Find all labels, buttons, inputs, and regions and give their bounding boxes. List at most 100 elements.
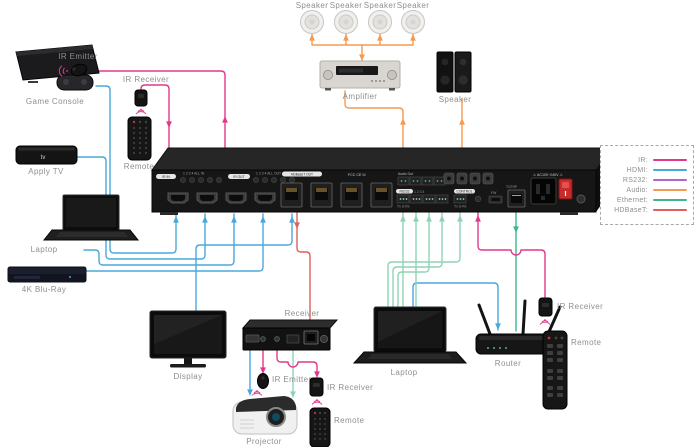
matrix-switcher: IR IN 1 2 3 4 ALL IN IR OUT 1 2 3 4 ALL … xyxy=(151,147,613,215)
ceiling-speakers xyxy=(300,10,425,34)
label-receiver: Receiver xyxy=(284,309,320,318)
ir-out-label-pill xyxy=(228,174,250,179)
rj45-port-1 xyxy=(280,182,303,208)
ceiling-speaker-3 xyxy=(368,10,392,34)
wire-hdmi-apple-tv xyxy=(77,156,206,260)
legend-swatch-rs232 xyxy=(653,178,687,182)
ir-in-jacks xyxy=(180,177,222,183)
wire-ir-emitter-top xyxy=(85,70,226,170)
rj45-port-2 xyxy=(310,182,333,208)
ceiling-speaker-4 xyxy=(401,10,425,34)
wire-hdmi-laptop-left xyxy=(83,213,235,266)
wire-hdmi-bluray xyxy=(85,213,264,272)
ir-out-label: IR OUT xyxy=(233,175,244,179)
ir-wires-bottom xyxy=(260,211,546,378)
wire-hdmi-game-console xyxy=(95,85,177,254)
legend-swatch-hdbaset xyxy=(653,208,687,212)
remote-left-device xyxy=(127,116,152,161)
legend-row-ethernet: Ethernet: xyxy=(601,197,693,204)
remote-right-device xyxy=(542,330,568,410)
rj45-port-4 xyxy=(370,182,393,208)
tcpip-label: TCP/IP xyxy=(506,185,518,189)
label-speaker-2: Speaker xyxy=(329,1,363,10)
hdbaset-out-label-pill xyxy=(282,171,322,177)
speaker-terminals xyxy=(443,172,494,185)
legend-label-hdmi: HDMI: xyxy=(626,166,648,174)
wire-audio-amplifier xyxy=(344,90,404,170)
hdmi-port-2 xyxy=(196,192,218,204)
rs232-terminals: Tx G Rx xyxy=(396,194,449,209)
legend-label-ethernet: Ethernet: xyxy=(616,196,648,204)
audio-out-terminals xyxy=(397,176,446,186)
ethernet-wires xyxy=(513,211,519,332)
ir-receiver-bottom-device xyxy=(309,377,324,397)
ir-emitter-bottom-device xyxy=(257,373,269,389)
legend-row-ir: IR: xyxy=(601,157,693,164)
ir-signal-receiver-bottom-icon xyxy=(311,399,323,405)
legend-label-ir: IR: xyxy=(638,156,648,164)
rs232-label: RS232 xyxy=(399,190,409,194)
ir-in-label: IR IN xyxy=(162,175,170,179)
hdmi-wires xyxy=(77,85,501,396)
router xyxy=(475,299,562,355)
control-label: CONTROL xyxy=(456,190,472,194)
label-speaker-4: Speaker xyxy=(396,1,430,10)
hdmi-port-1 xyxy=(167,192,189,204)
ir-signal-emitter-top-icon xyxy=(58,65,68,77)
ceiling-speaker-2 xyxy=(334,10,358,34)
wire-ir-receiver-left xyxy=(140,84,170,170)
ir-signal-receiver-left-icon xyxy=(135,108,147,115)
control-txgrx-label: Tx G Rx xyxy=(454,205,467,209)
wire-hdmi-display xyxy=(195,213,293,311)
legend-swatch-ir xyxy=(653,158,687,162)
ir-receiver-right-device xyxy=(538,297,553,317)
ir-signal-receiver-right-icon xyxy=(539,319,551,325)
ir-wires-top xyxy=(85,70,228,170)
label-speaker-3: Speaker xyxy=(363,1,397,10)
label-ir-receiver-bottom: IR Receiver xyxy=(327,383,374,392)
fw-usb-port: FW xyxy=(488,191,503,204)
ir-ext-jack xyxy=(474,195,482,203)
ceiling-speaker-1 xyxy=(300,10,324,34)
power-switch xyxy=(558,178,573,200)
legend-row-hdmi: HDMI: xyxy=(601,167,693,174)
legend-row-rs232: RS232: xyxy=(601,177,693,184)
hdmi-input-ports xyxy=(167,192,276,204)
label-display: Display xyxy=(173,372,203,381)
ir-in-label-pill xyxy=(156,174,176,179)
ir-receiver-left-device xyxy=(134,89,148,107)
rs232-numbers: 1 2 3 4 xyxy=(414,190,424,194)
wire-ctrl-5 xyxy=(387,211,461,307)
apple-tv-logo: tv xyxy=(41,155,46,161)
label-amplifier: Amplifier xyxy=(342,92,378,101)
wire-ctrl-3 xyxy=(397,211,430,307)
legend-swatch-ethernet xyxy=(653,198,687,202)
power-rating-label: ⚠ AC100~240V ⚠ xyxy=(533,173,564,177)
laptop-left-device xyxy=(42,194,140,241)
control-wires xyxy=(290,211,463,398)
laptop-main-device xyxy=(352,306,468,364)
label-speaker-1: Speaker xyxy=(295,1,329,10)
wire-hdbaset-receiver xyxy=(296,211,311,331)
wire-ctrl-4 xyxy=(392,211,443,307)
legend-box: IR: HDMI: RS232: Audio: Ethernet: HDBase… xyxy=(600,145,694,225)
label-ir-receiver-right: IR Receiver xyxy=(557,302,604,311)
control-terminal: Tx G Rx xyxy=(453,194,467,209)
hdmi-port-4 xyxy=(254,192,276,204)
bluray-player xyxy=(7,266,87,283)
ir-out-jacks xyxy=(253,177,295,183)
rs232-label-pill xyxy=(396,189,413,194)
speaker-pair xyxy=(436,51,472,93)
ir-in-jack-numbers: 1 2 3 4 ALL IN xyxy=(183,172,205,176)
wire-laptop-router xyxy=(412,282,499,331)
hdbaset-wires xyxy=(294,211,311,331)
wire-ir-receiver-bottom xyxy=(276,349,318,377)
rj45-port-3 xyxy=(340,182,363,208)
amplifier xyxy=(319,60,401,91)
hdbaset-receiver xyxy=(241,319,339,351)
hdmi-port-3 xyxy=(225,192,247,204)
ir-out-jack-numbers: 1 2 3 4 ALL OUT xyxy=(256,172,281,176)
display-tv xyxy=(149,310,227,368)
